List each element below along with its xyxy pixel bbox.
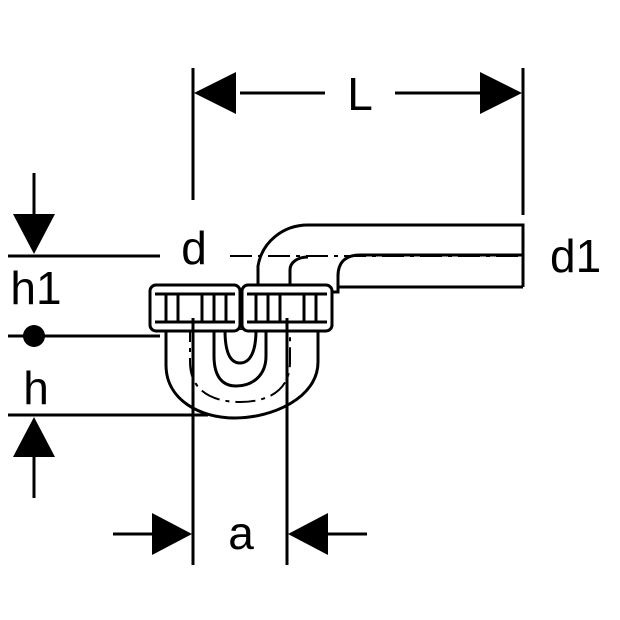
label-h: h [23, 362, 49, 414]
arrow-L-right [480, 72, 522, 114]
label-L: L [347, 68, 373, 120]
label-h1: h1 [10, 262, 61, 314]
nut-left [148, 283, 242, 333]
label-d: d [181, 222, 207, 274]
label-a: a [228, 507, 254, 559]
outlet-pipe-inner-bend [288, 255, 309, 292]
trap-centerline [189, 322, 291, 404]
arrow-h-up [13, 417, 55, 457]
reference-dot [23, 325, 45, 347]
trap-center-hole [223, 329, 258, 365]
dimension-h [8, 325, 208, 498]
arrow-h1-down [13, 214, 55, 254]
arrow-a-left [152, 513, 192, 555]
dimension-a [113, 318, 367, 565]
label-d1: d1 [550, 230, 601, 282]
arrow-L-left [194, 72, 236, 114]
arrow-a-right [288, 513, 328, 555]
dimension-L [191, 68, 525, 215]
dimension-h1-top [8, 173, 160, 258]
trap-body [164, 328, 320, 420]
nut-right [240, 283, 334, 333]
outlet-pipe [256, 223, 525, 294]
